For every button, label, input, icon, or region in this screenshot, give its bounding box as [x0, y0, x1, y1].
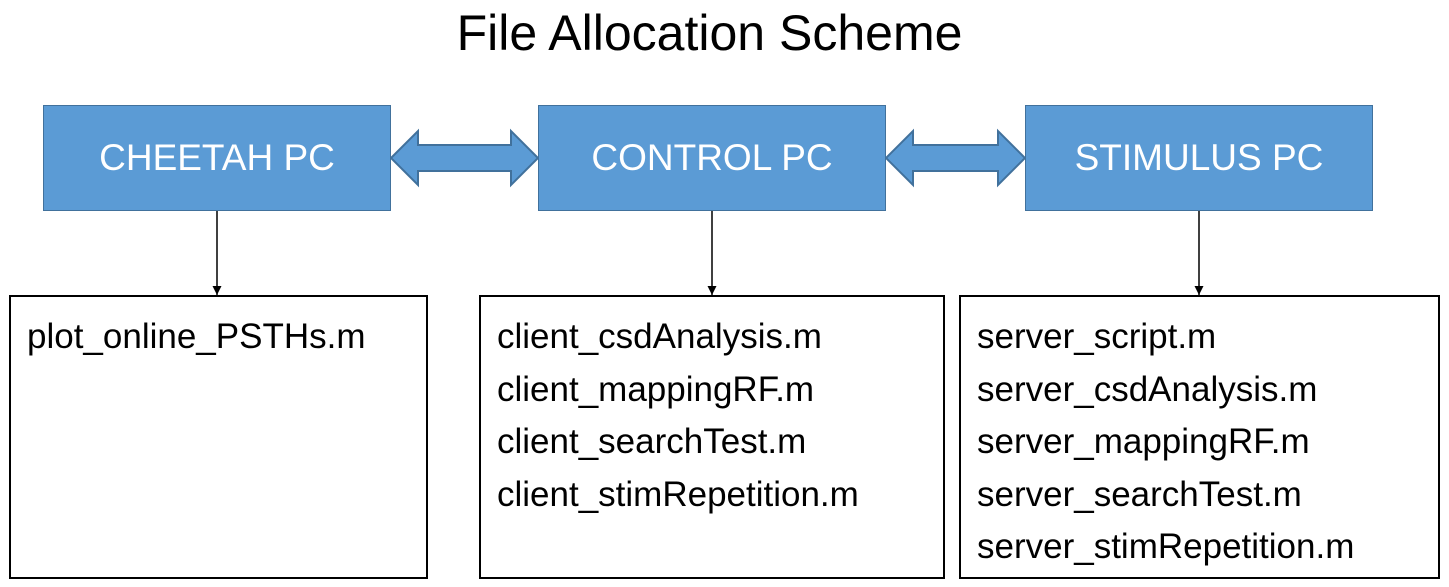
- file-item: client_stimRepetition.m: [497, 474, 859, 514]
- cheetah-pc-box: CHEETAH PC: [43, 105, 391, 211]
- stimulus-pc-box: STIMULUS PC: [1025, 105, 1373, 211]
- file-item: client_mappingRF.m: [497, 369, 815, 409]
- file-item: server_mappingRF.m: [977, 422, 1310, 461]
- control-pc-files: client_csdAnalysis.m client_mappingRF.m …: [479, 295, 945, 579]
- diagram-title: File Allocation Scheme: [456, 5, 963, 61]
- file-item: client_searchTest.m: [497, 422, 807, 461]
- file-item: plot_online_PSTHs.m: [27, 317, 366, 356]
- double-arrow-control-stimulus: [884, 128, 1027, 188]
- file-item: server_stimRepetition.m: [977, 527, 1355, 566]
- cheetah-pc-files: plot_online_PSTHs.m: [9, 295, 428, 579]
- file-item: server_searchTest.m: [977, 474, 1302, 514]
- file-item: server_csdAnalysis.m: [977, 369, 1318, 409]
- file-item: client_csdAnalysis.m: [497, 317, 822, 356]
- double-arrow-cheetah-control: [389, 128, 540, 188]
- file-item: server_script.m: [977, 317, 1217, 356]
- stimulus-pc-files: server_script.m server_csdAnalysis.m ser…: [959, 295, 1440, 579]
- control-pc-box: CONTROL PC: [538, 105, 886, 211]
